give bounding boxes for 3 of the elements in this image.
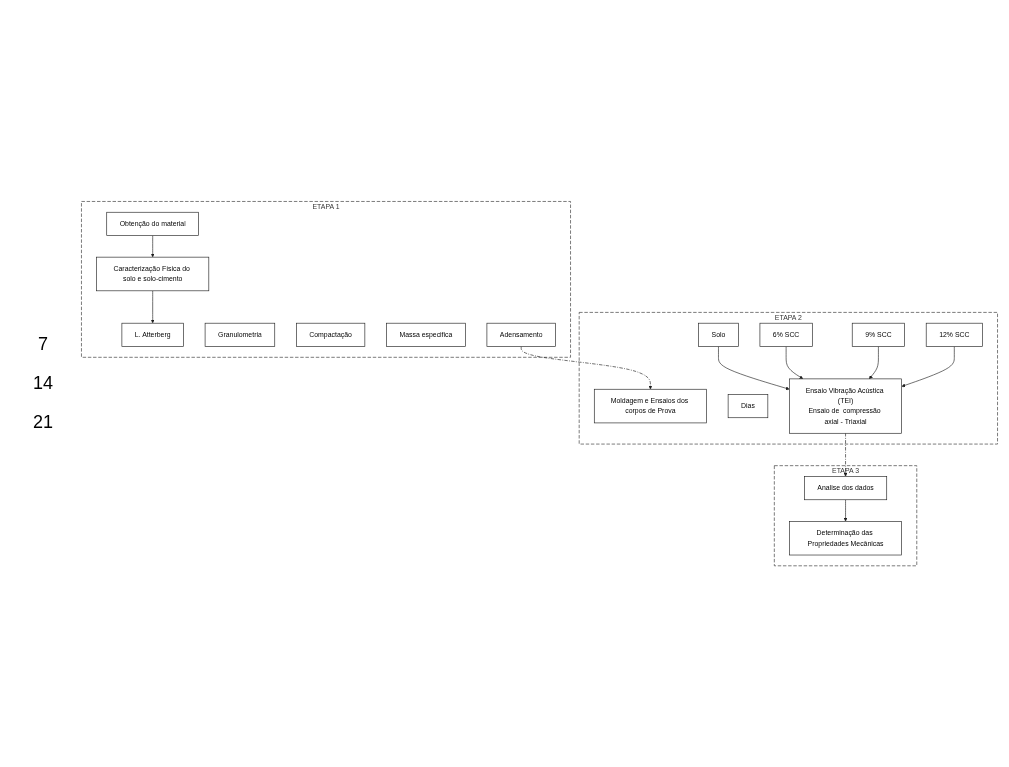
day-number: 7 [38,334,48,355]
day-number: 14 [33,373,53,394]
day-number: 21 [33,412,53,433]
